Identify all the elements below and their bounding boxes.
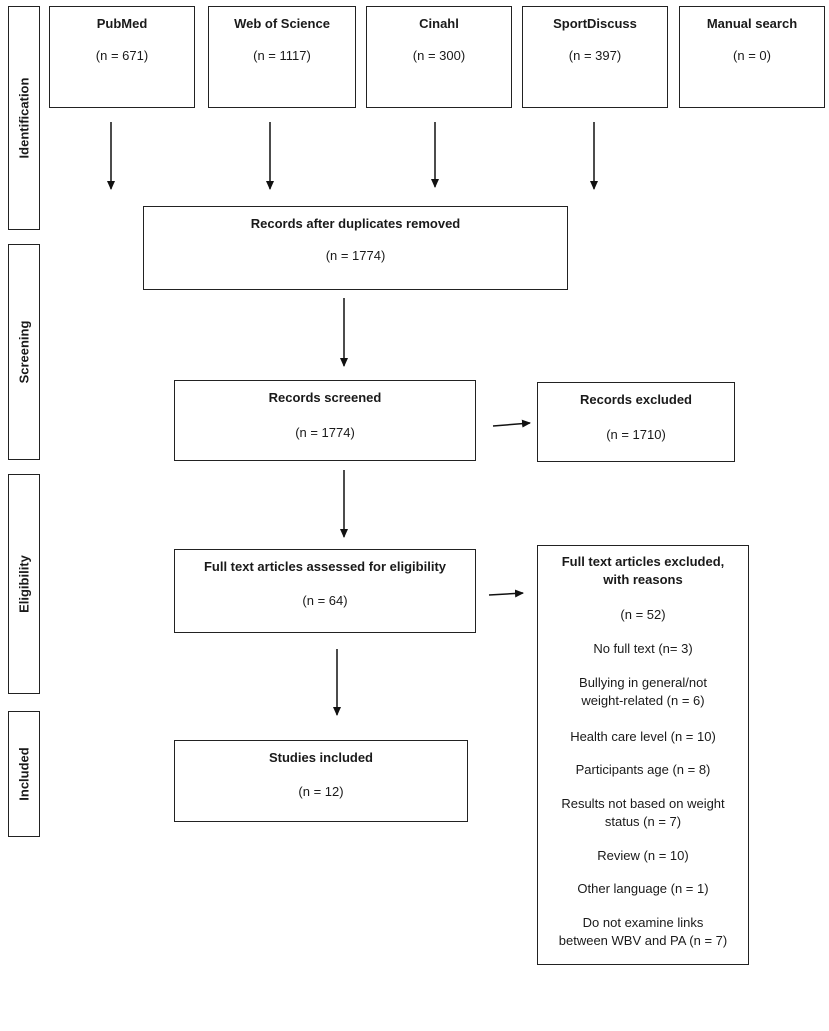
exclusion-reason: Other language (n = 1) bbox=[577, 881, 709, 896]
records-screened-box: Records screened (n = 1774) bbox=[174, 380, 476, 461]
source-box-web-of-science: Web of Science (n = 1117) bbox=[208, 6, 356, 108]
source-count: (n = 671) bbox=[95, 48, 149, 63]
phase-included: Included bbox=[8, 711, 40, 837]
duplicates-removed-title: Records after duplicates removed bbox=[250, 216, 461, 231]
source-count: (n = 1117) bbox=[253, 48, 311, 63]
records-screened-title: Records screened bbox=[268, 390, 382, 405]
source-name: SportDiscuss bbox=[553, 16, 637, 31]
source-box-manual-search: Manual search (n = 0) bbox=[679, 6, 825, 108]
exclusion-reason: Participants age (n = 8) bbox=[575, 762, 711, 777]
studies-included-count: (n = 12) bbox=[298, 784, 344, 799]
fulltext-excluded-box: Full text articles excluded, with reason… bbox=[537, 545, 749, 965]
records-excluded-title: Records excluded bbox=[580, 392, 692, 407]
fulltext-excluded-title-line2: with reasons bbox=[603, 572, 683, 587]
records-excluded-count: (n = 1710) bbox=[606, 427, 666, 442]
exclusion-reason: status (n = 7) bbox=[604, 814, 682, 829]
exclusion-reason: Bullying in general/not bbox=[579, 675, 707, 690]
fulltext-excluded-count: (n = 52) bbox=[620, 607, 666, 622]
arrow-to-fulltext-excluded bbox=[488, 589, 524, 598]
exclusion-reason: between WBV and PA (n = 7) bbox=[558, 933, 728, 948]
exclusion-reason: No full text (n= 3) bbox=[593, 641, 693, 656]
duplicates-removed-count: (n = 1774) bbox=[325, 248, 386, 263]
assessed-title: Full text articles assessed for eligibil… bbox=[203, 559, 447, 574]
exclusion-reason: weight-related (n = 6) bbox=[581, 693, 705, 708]
phase-eligibility: Eligibility bbox=[8, 474, 40, 694]
phase-identification: Identification bbox=[8, 6, 40, 230]
source-name: PubMed bbox=[96, 16, 148, 31]
assessed-box: Full text articles assessed for eligibil… bbox=[174, 549, 476, 633]
source-name: Web of Science bbox=[234, 16, 330, 31]
studies-included-title: Studies included bbox=[268, 750, 373, 765]
studies-included-box: Studies included (n = 12) bbox=[174, 740, 468, 822]
source-name: Manual search bbox=[706, 16, 798, 31]
duplicates-removed-box: Records after duplicates removed (n = 17… bbox=[143, 206, 568, 290]
source-name: Cinahl bbox=[419, 16, 459, 31]
source-count: (n = 397) bbox=[568, 48, 622, 63]
source-box-cinahl: Cinahl (n = 300) bbox=[366, 6, 512, 108]
fulltext-excluded-title-line1: Full text articles excluded, bbox=[561, 554, 725, 569]
source-box-pubmed: PubMed (n = 671) bbox=[49, 6, 195, 108]
arrow-to-excluded bbox=[492, 419, 531, 428]
exclusion-reason: Health care level (n = 10) bbox=[570, 729, 716, 744]
exclusion-reason: Review (n = 10) bbox=[597, 848, 689, 863]
source-count: (n = 0) bbox=[733, 48, 771, 63]
phase-screening: Screening bbox=[8, 244, 40, 460]
exclusion-reason: Results not based on weight bbox=[561, 796, 725, 811]
records-screened-count: (n = 1774) bbox=[295, 425, 355, 440]
exclusion-reason: Do not examine links bbox=[582, 915, 704, 930]
source-count: (n = 300) bbox=[412, 48, 466, 63]
records-excluded-box: Records excluded (n = 1710) bbox=[537, 382, 735, 462]
assessed-count: (n = 64) bbox=[302, 593, 348, 608]
source-box-sportdiscuss: SportDiscuss (n = 397) bbox=[522, 6, 668, 108]
